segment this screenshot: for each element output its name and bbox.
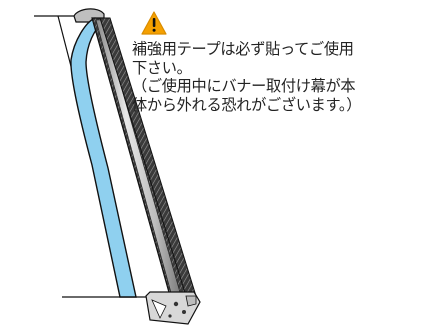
notice-line-3: （ご使用中にバナー取付け幕が本 xyxy=(132,77,356,95)
bottom-bracket xyxy=(145,291,201,325)
notice-line-4: 体から外れる恐れがございます。） xyxy=(132,95,362,114)
warning-triangle-icon xyxy=(141,11,167,35)
banner-band xyxy=(70,17,137,298)
notice-line-1: 補強用テープは必ず貼ってご使用 xyxy=(132,40,354,58)
notice-line-2: 下さい。 xyxy=(132,58,192,77)
warning-notice: 補強用テープは必ず貼ってご使用 下さい。 （ご使用中にバナー取付け幕が本 体から… xyxy=(132,40,422,114)
